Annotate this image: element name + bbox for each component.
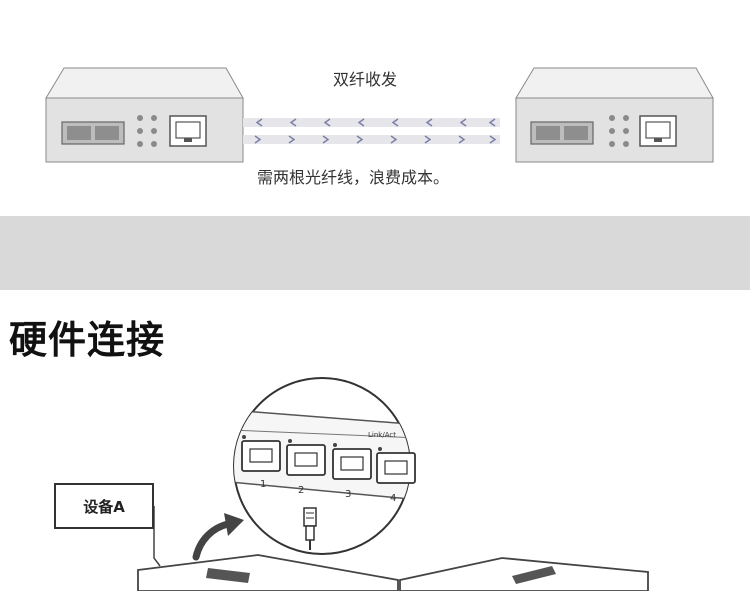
fiber-line-bottom [243,135,500,144]
ethernet-cable-icon [303,507,317,550]
port-number: 3 [345,489,351,500]
device-a-box: 设备A [54,483,154,529]
fiber-title: 双纤收发 [333,70,398,89]
port-number: 4 [390,493,396,504]
fiber-note: 需两根光纤线，浪费成本。 [257,168,450,187]
device-a-label: 设备A [83,497,125,516]
connection-line [153,506,161,567]
media-converter-right [515,67,714,163]
fiber-line-top [243,118,500,127]
media-converter-left [45,67,244,163]
curved-arrow-icon [192,513,244,561]
section-title: 硬件连接 [9,318,166,362]
switch-left [137,554,399,591]
port-number: 1 [260,479,266,490]
link-act-label: Link/Act [368,431,396,439]
port-number: 2 [298,485,304,496]
port-zoom-circle: Link/Act 1 2 3 4 [233,377,416,555]
switch-right [399,557,649,591]
section-divider-band [0,216,750,290]
